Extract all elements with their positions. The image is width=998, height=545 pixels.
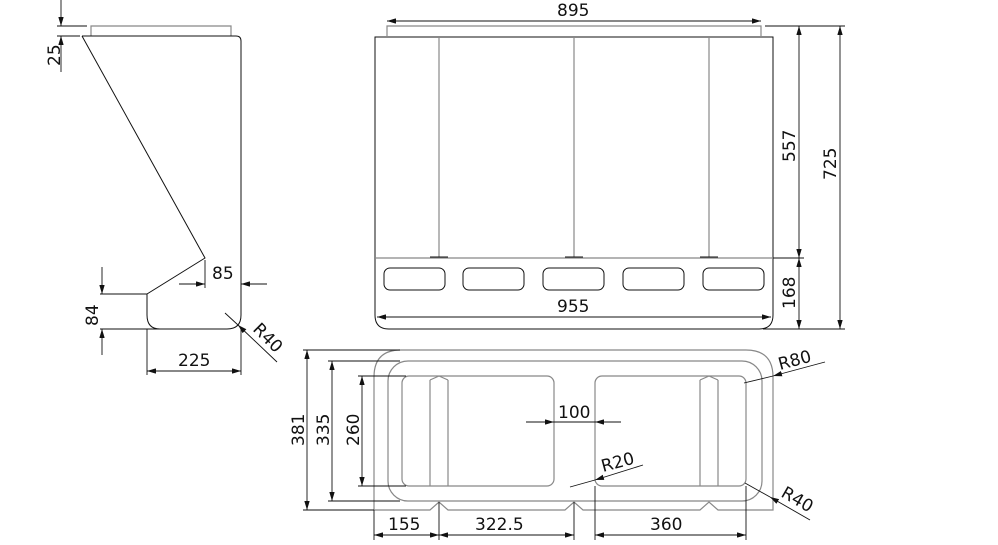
- slot: [622, 267, 685, 291]
- slot: [383, 267, 446, 291]
- front-slots: [383, 267, 765, 291]
- dim-label: 322.5: [475, 515, 524, 535]
- dim-label: 360: [650, 515, 682, 535]
- slot: [462, 267, 525, 291]
- dim-heights: 557 168 725: [763, 25, 845, 330]
- dim-label: 895: [557, 1, 589, 21]
- radius-r40-side: R40: [224, 312, 286, 363]
- top-inner-rim: [387, 360, 763, 502]
- dim-label: R20: [599, 449, 636, 477]
- dim-label: 335: [314, 414, 334, 446]
- front-view: 895 955 557 168 725: [374, 1, 845, 330]
- dim-label: R40: [778, 483, 817, 517]
- dim-225: 225: [146, 329, 242, 375]
- dim-84: 84: [83, 267, 160, 355]
- dim-895: 895: [387, 1, 761, 24]
- dim-25: 25: [45, 0, 87, 72]
- right-basin: [594, 375, 747, 487]
- dim-label: 557: [780, 130, 800, 162]
- dim-label: 84: [83, 304, 103, 326]
- dim-label: R80: [776, 347, 813, 375]
- side-top-plate: [90, 25, 232, 36]
- dim-label: 155: [388, 515, 420, 535]
- left-basin: [401, 375, 555, 487]
- dim-100: 100: [526, 403, 621, 425]
- side-view: 25 85 84 225 R40: [45, 0, 286, 375]
- dim-label: R40: [248, 319, 286, 357]
- slot: [542, 267, 605, 291]
- dim-bottom: 155 322.5 360: [373, 486, 747, 540]
- radius-callouts: R80 R20 R40: [569, 347, 826, 521]
- top-outer-outline: [373, 349, 774, 511]
- dim-label: 85: [212, 264, 234, 284]
- dim-955: 955: [377, 297, 771, 320]
- slot: [702, 267, 765, 291]
- front-body-outline: [374, 36, 774, 330]
- top-view: 381 335 260 100 155 322.5 360 R80 R20 R4…: [289, 347, 826, 540]
- front-top-plate: [386, 25, 762, 36]
- dim-label: 955: [557, 297, 589, 317]
- dim-label: 225: [178, 351, 210, 371]
- dim-label: 25: [45, 44, 65, 66]
- dim-depths: 381 335 260: [289, 349, 406, 511]
- dim-label: 168: [780, 277, 800, 309]
- front-dividers: [430, 37, 718, 258]
- dim-85: 85: [179, 260, 267, 288]
- dim-label: 260: [344, 414, 364, 446]
- side-body-outline: [81, 35, 242, 330]
- dim-label: 100: [558, 403, 590, 423]
- dim-label: 381: [289, 414, 309, 446]
- dim-label: 725: [821, 148, 841, 180]
